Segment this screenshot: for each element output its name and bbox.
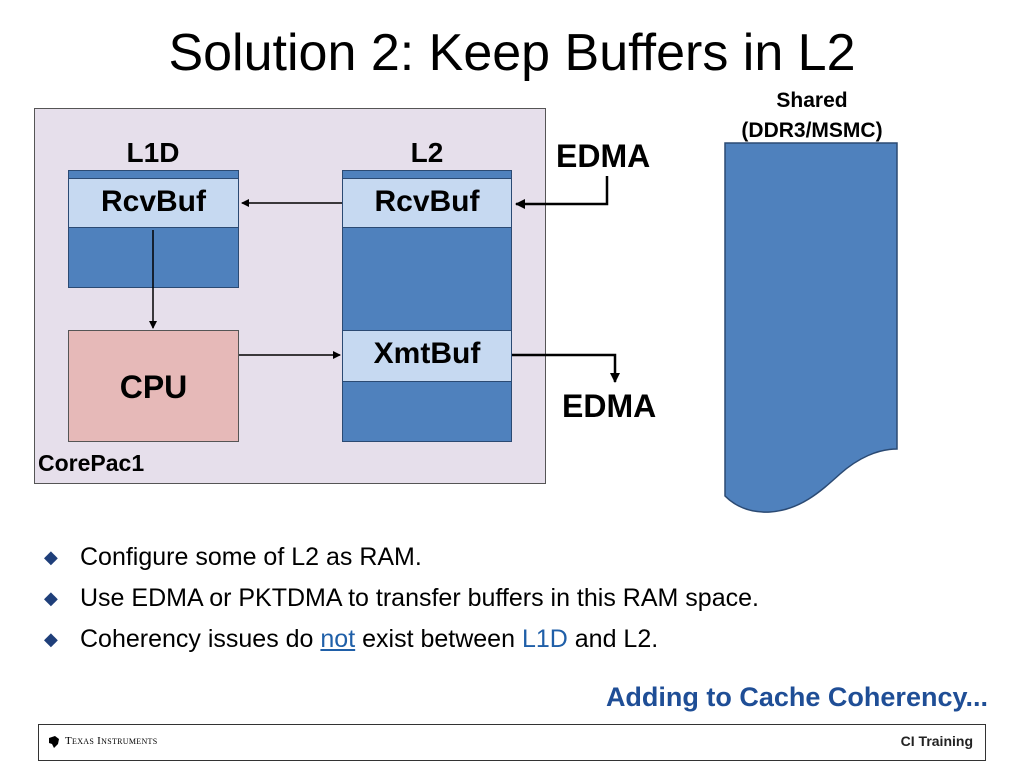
l1d-label: L1D: [126, 137, 180, 168]
edma-in-label: EDMA: [556, 138, 651, 174]
bullet-text: Use EDMA or PKTDMA to transfer buffers i…: [80, 584, 759, 612]
bullet-text: exist between: [355, 625, 522, 653]
shared-label: Shared (DDR3/MSMC): [720, 86, 904, 146]
bullet-item: ◆ Configure some of L2 as RAM.: [44, 537, 759, 578]
bullet-list: ◆ Configure some of L2 as RAM. ◆ Use EDMA …: [44, 537, 759, 660]
shared-label-line1: Shared: [776, 89, 848, 112]
shared-memory-block: [724, 142, 898, 513]
diamond-bullet-icon: ◆: [44, 629, 58, 649]
slide-title: Solution 2: Keep Buffers in L2: [168, 24, 856, 82]
bullet-text: Coherency issues do: [80, 625, 321, 653]
ti-logo-icon: [49, 736, 59, 748]
bullet-item: ◆ Coherency issues do not exist between L…: [44, 619, 759, 660]
diamond-bullet-icon: ◆: [44, 588, 58, 608]
bullet-text: Configure some of L2 as RAM.: [80, 543, 422, 571]
bullet-text: and L2.: [567, 625, 659, 653]
emphasis-not: not: [320, 625, 356, 653]
edma-out-label: EDMA: [562, 388, 657, 424]
shared-label-line2: (DDR3/MSMC): [741, 119, 883, 142]
diamond-bullet-icon: ◆: [44, 547, 58, 567]
edma-in-arrow: [515, 176, 609, 209]
l1d-rcvbuf: RcvBuf: [68, 178, 239, 228]
l2-xmtbuf: XmtBuf: [342, 330, 512, 382]
corepac-label: CorePac1: [38, 450, 145, 476]
footer-course-label: CI Training: [900, 733, 973, 749]
next-topic-link[interactable]: Adding to Cache Coherency...: [605, 682, 988, 712]
footer-bar: Texas Instruments CI Training: [38, 724, 986, 761]
l2-label: L2: [410, 137, 444, 168]
edma-out-arrow: [512, 353, 620, 383]
cpu-block: CPU: [68, 330, 239, 442]
bullet-item: ◆ Use EDMA or PKTDMA to transfer buffers …: [44, 578, 759, 619]
ti-brand-text: Texas Instruments: [65, 735, 158, 747]
l1d-highlight: L1D: [521, 625, 568, 653]
l2-rcvbuf: RcvBuf: [342, 178, 512, 228]
